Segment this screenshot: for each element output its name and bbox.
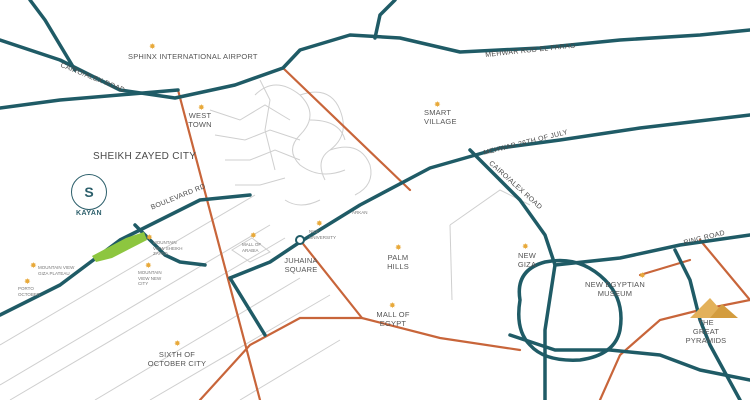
place-west-town: WEST TOWN <box>188 111 212 129</box>
place-mall-of-arabia: MALL OF ARABIA <box>242 242 262 253</box>
sphinx-airport-star-icon: ✸ <box>149 42 156 51</box>
mall-of-egypt-star-icon: ✸ <box>389 301 396 310</box>
kayan-project-plot[interactable] <box>92 232 147 262</box>
place-palm-hills: PALM HILLS <box>387 253 409 271</box>
porto-october-star-icon: ✸ <box>24 277 31 286</box>
place-mall-of-egypt: MALL OF EGYPT <box>376 310 410 328</box>
sixth-october-star-icon: ✸ <box>174 339 181 348</box>
west-town-star-icon: ✸ <box>198 103 205 112</box>
place-porto-october: PORTO OCTOBER <box>18 286 41 297</box>
mountain-view-giza-star-icon: ✸ <box>30 261 37 270</box>
place-great-pyramids: THE GREAT PYRAMIDS <box>685 318 727 345</box>
mall-of-arabia-star-icon: ✸ <box>250 231 257 240</box>
palm-hills-star-icon: ✸ <box>395 243 402 252</box>
place-new-giza: NEW GIZA <box>517 251 537 269</box>
pyramids-icon <box>690 298 738 318</box>
place-arkan: ARKAN <box>352 210 368 215</box>
place-sphinx-airport: SPHINX INTERNATIONAL AIRPORT <box>128 52 258 61</box>
place-juhaina-square: JUHAINA SQUARE <box>284 256 318 274</box>
museum-star-icon: ✸ <box>639 271 646 280</box>
kayan-logo: S KAYAN <box>71 174 107 220</box>
smart-village-star-icon: ✸ <box>434 100 441 109</box>
place-mountain-view-sz: MOUNTAIN VIEW SHEIKH ZAYED <box>153 240 183 256</box>
nile-university-star-icon: ✸ <box>316 219 323 228</box>
place-sixth-october: SIXTH OF OCTOBER CITY <box>147 350 207 368</box>
place-mountain-view-giza: MOUNTAIN VIEW GIZA PLATEAU <box>38 265 75 276</box>
mountain-view-sz-star-icon: ✸ <box>146 233 153 242</box>
juhaina-square-roundabout <box>295 235 305 245</box>
place-sheikh-zayed: SHEIKH ZAYED CITY <box>93 151 197 162</box>
place-new-egyptian-museum: NEW EGYPTIAN MUSEUM <box>585 280 645 298</box>
secondary-roads <box>176 66 750 400</box>
kayan-logo-name: KAYAN <box>75 210 103 217</box>
new-giza-star-icon: ✸ <box>522 242 529 251</box>
mountain-view-nc-star-icon: ✸ <box>145 261 152 270</box>
place-nile-university: NILE UNIVERSITY <box>309 229 337 240</box>
place-smart-village: SMART VILLAGE <box>424 108 457 126</box>
place-mountain-view-nc: MOUNTAIN VIEW NEW CITY <box>138 270 162 286</box>
kayan-logo-mark: S <box>71 174 107 210</box>
minor-roads <box>0 79 531 400</box>
